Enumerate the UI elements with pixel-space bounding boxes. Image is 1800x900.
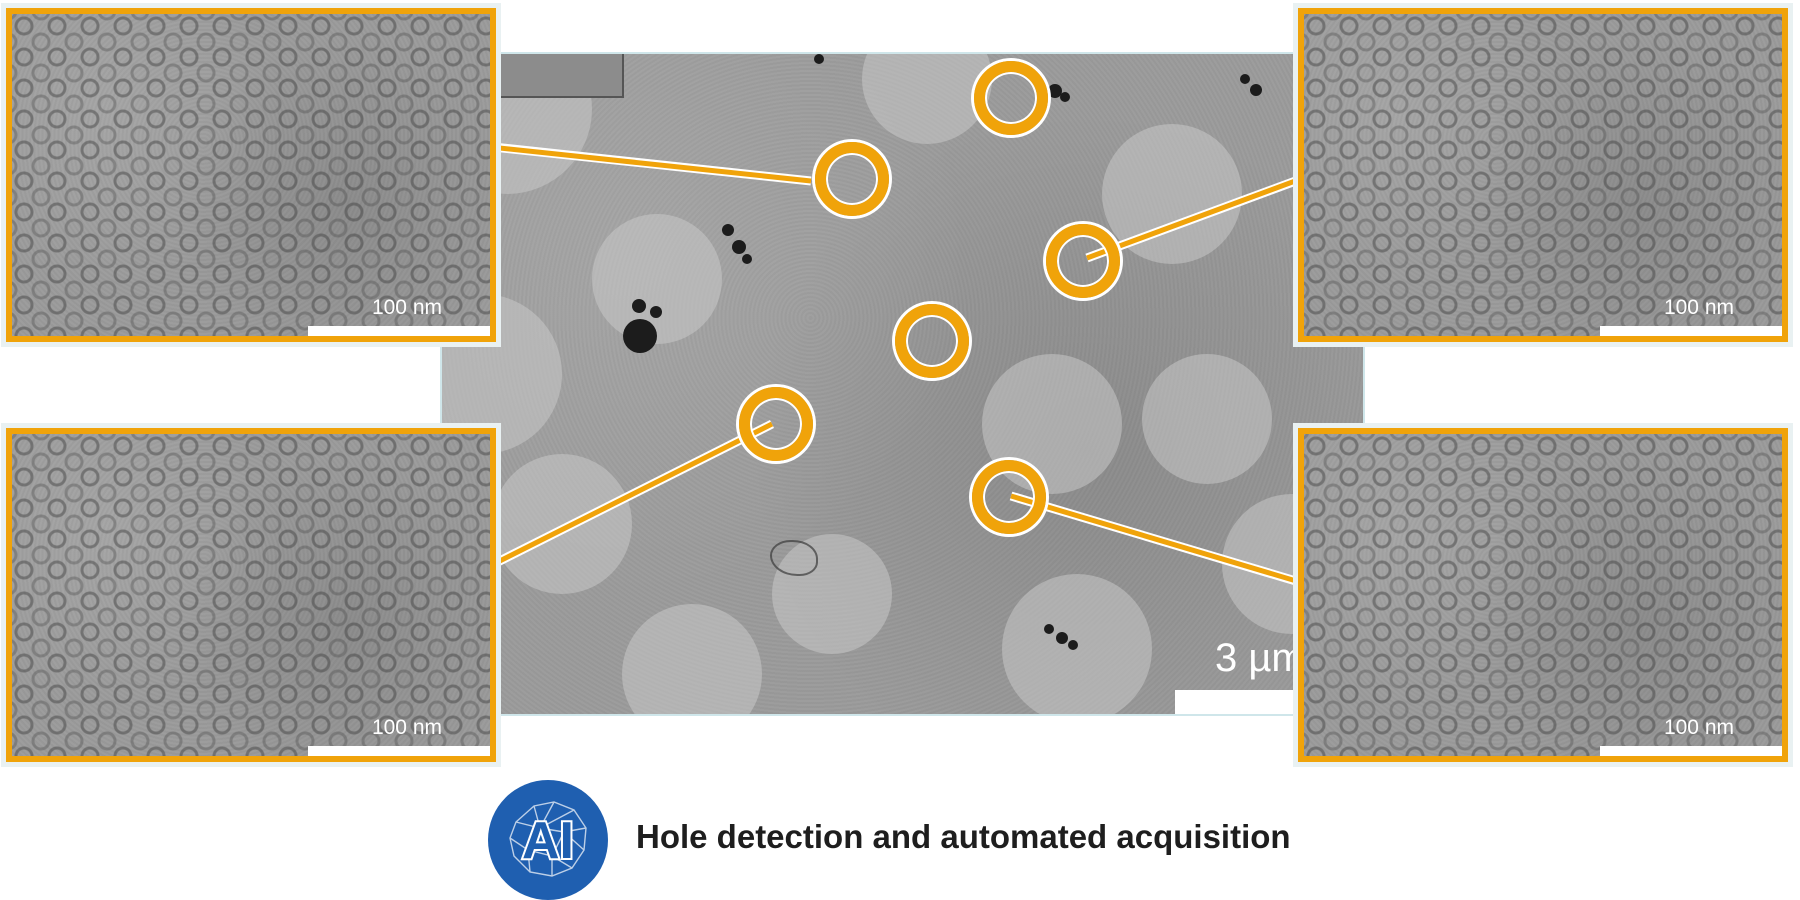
arrow-to-top-left [447,126,812,184]
panel-scale-bar [308,746,490,756]
ice-particle [1068,640,1078,650]
ice-particle [1048,84,1062,98]
overview-micrograph: nd 3 µm [440,52,1365,716]
panel-scale-label: 100 nm [371,716,442,739]
ice-particle [1056,632,1068,644]
detected-hole-ring [815,142,889,216]
ice-particle [814,54,824,64]
ice-particle [623,319,657,353]
hole [622,604,762,714]
ice-particle [650,306,662,318]
detected-hole-ring [972,460,1046,534]
detected-hole-ring [739,387,813,461]
panel-scale-label: 100 nm [1663,296,1734,319]
logo-text: AI [522,812,574,870]
acquisition-panel-top-right: 100 nm [1298,8,1788,342]
hole [492,454,632,594]
hole [1142,354,1272,484]
particle-field [12,14,490,336]
acquisition-panel-top-left: 100 nm [6,8,496,342]
detected-hole-ring [1046,224,1120,298]
panel-scale-bar [308,326,490,336]
caption: Hole detection and automated acquisition [636,818,1291,855]
ice-particle [742,254,752,264]
detected-hole-ring [895,304,969,378]
ice-particle [1060,92,1070,102]
ai-brain-icon: AI [488,780,608,900]
acquisition-panel-bottom-left: 100 nm [6,428,496,762]
ice-particle [1250,84,1262,96]
hole [592,214,722,344]
ice-particle [722,224,734,236]
ice-particle [1240,74,1250,84]
debris [770,540,818,576]
particle-field [12,434,490,756]
overview-scale-label: 3 µm [1215,636,1305,680]
arrow-to-bottom-left [448,421,774,587]
panel-scale-bar [1600,326,1782,336]
ice-particle [732,240,746,254]
acquisition-panel-bottom-right: 100 nm [1298,428,1788,762]
particle-field [1304,14,1782,336]
particle-field [1304,434,1782,756]
panel-scale-bar [1600,746,1782,756]
panel-scale-label: 100 nm [1663,716,1734,739]
ice-particle [632,299,646,313]
panel-scale-label: 100 nm [371,296,442,319]
detected-hole-ring [974,61,1048,135]
ice-particle [1044,624,1054,634]
